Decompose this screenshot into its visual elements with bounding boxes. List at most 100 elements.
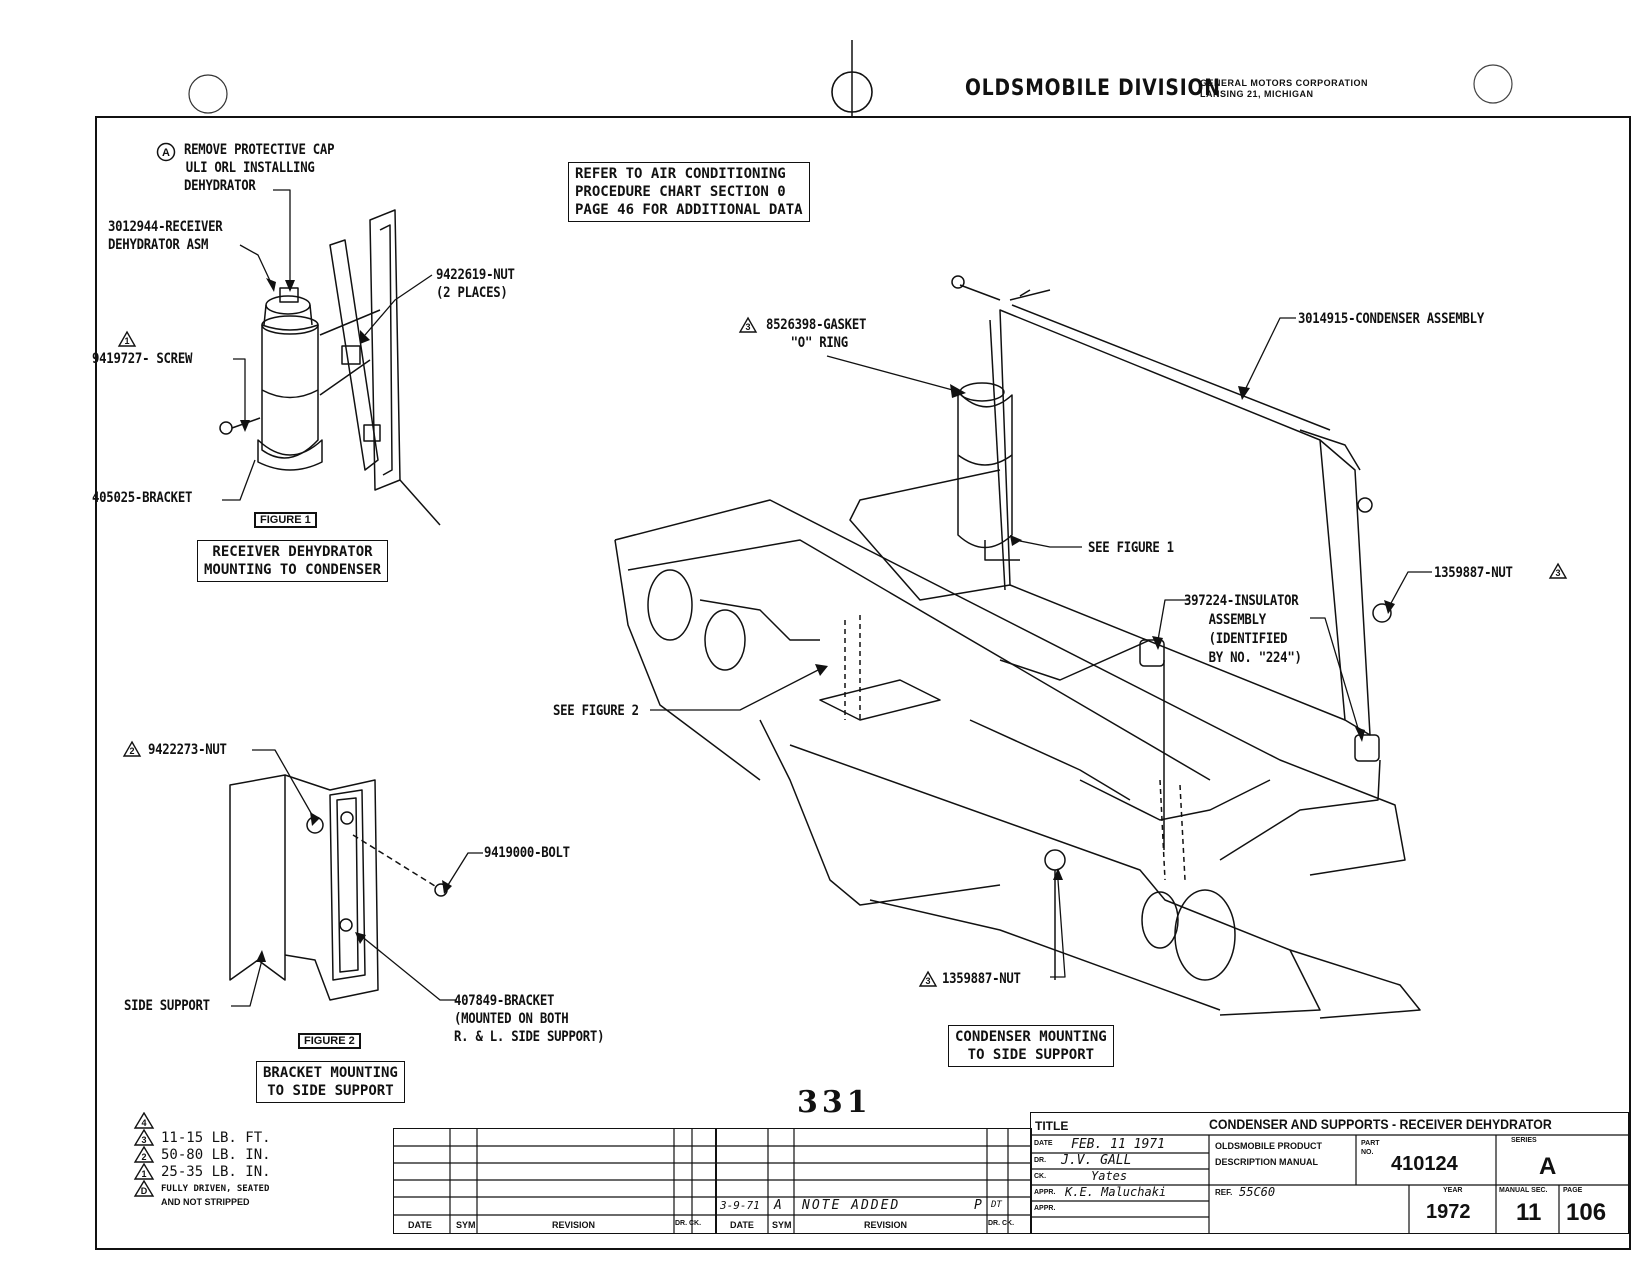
rev-col-sym-2: SYM [772,1220,792,1230]
legend-text: FULLY DRIVEN, SEATED [161,1183,270,1194]
delta-3-icon: 3 [1548,562,1568,585]
series-value: A [1539,1153,1557,1180]
dr-value: J.V. GALL [1061,1153,1132,1168]
year-label: YEAR [1443,1187,1463,1194]
rev-entry-text: NOTE ADDED [802,1198,901,1213]
punch-hole-icon [1473,64,1513,104]
caption-line: CONDENSER MOUNTING [955,1029,1107,1045]
label-line: (IDENTIFIED [1208,631,1288,647]
manual-line1: OLDSMOBILE PRODUCT [1215,1141,1322,1151]
insulator-label: 397224-INSULATOR ASSEMBLY (IDENTIFIED BY… [1184,592,1302,668]
revision-grid [394,1129,1031,1233]
delta-number: 3 [141,1135,146,1145]
caption-line: RECEIVER DEHYDRATOR [212,544,373,560]
gasket-label: 8526398-GASKET "O" RING [766,316,866,352]
delta-3-icon: 3 [133,1129,155,1146]
legend-item: D FULLY DRIVEN, SEATED [133,1180,273,1197]
appr2-label: APPR. [1034,1205,1056,1212]
label-line: "O" RING [790,335,848,351]
label-line: BY NO. "224") [1208,650,1302,666]
delta-D-icon: D [133,1180,155,1197]
dr-label: DR. [1034,1157,1047,1164]
page-value: 106 [1566,1199,1607,1226]
callout-a-letter: A [162,147,170,159]
nut-9422619-label: 9422619-NUT (2 PLACES) [436,266,515,302]
caption-line: TO SIDE SUPPORT [267,1083,394,1099]
label-line: (MOUNTED ON BOTH [454,1011,569,1027]
reference-note-box: REFER TO AIR CONDITIONING PROCEDURE CHAR… [568,162,810,222]
label-line: ASSEMBLY [1208,612,1266,628]
figure2-caption: BRACKET MOUNTING TO SIDE SUPPORT [256,1061,405,1103]
rev-entry-dr: P [974,1198,982,1213]
corporation-address: GENERAL MOTORS CORPORATION LANSING 21, M… [1200,78,1368,100]
punch-hole-icon [188,74,228,114]
delta-number: 3 [925,976,930,986]
receiver-label: 3012944-RECEIVER DEHYDRATOR ASM [108,218,223,254]
side-support-label: SIDE SUPPORT [124,998,210,1014]
bolt-label: 9419000-BOLT [484,845,570,861]
condenser-drawing [614,275,1421,1019]
delta-number: 3 [1555,568,1560,578]
rev-col-date: DATE [408,1220,432,1230]
ref-value: 55C60 [1239,1185,1276,1199]
note-line: DEHYDRATOR [184,178,256,194]
screw-label: 9419727- SCREW [92,351,193,367]
nut-1359887-bottom-label: 1359887-NUT [942,971,1021,987]
page-label: PAGE [1563,1187,1583,1194]
caption-line: BRACKET MOUNTING [263,1065,398,1081]
ref-label: REF. [1215,1188,1233,1197]
part-no-label: PART NO. [1361,1140,1380,1156]
rev-entry-ck: DT [991,1200,1002,1210]
nut-9422273-label: 9422273-NUT [148,742,227,758]
punch-holes [188,40,1513,116]
label-line: 407849-BRACKET [454,993,555,1009]
label-line: 9422619-NUT [436,267,515,283]
title-grid [1031,1134,1628,1233]
leader-lines [222,189,1432,1007]
ck-label: CK. [1034,1173,1047,1180]
condenser-assembly-label: 3014915-CONDENSER ASSEMBLY [1298,311,1484,327]
rev-col-date-2: DATE [730,1220,754,1230]
part-number: 410124 [1391,1153,1458,1175]
date-value: FEB. 11 1971 [1071,1137,1165,1152]
delta-number: 3 [745,322,750,332]
note-line: REFER TO AIR CONDITIONING [575,166,786,182]
delta-number: 4 [141,1118,146,1128]
title-label: TITLE [1035,1119,1069,1133]
figure2-tag: FIGURE 2 [298,1033,361,1049]
corp-line: GENERAL MOTORS CORPORATION [1200,78,1369,88]
delta-1-icon: 1 [117,330,137,353]
rev-col-sym: SYM [456,1220,476,1230]
caption-line: MOUNTING TO CONDENSER [204,562,382,578]
manual-sec-value: 11 [1516,1199,1542,1226]
figure1-tag: FIGURE 1 [254,512,317,528]
corp-line: LANSING 21, MICHIGAN [1200,89,1314,99]
drawing-frame [95,116,1631,1250]
rev-col-revision: REVISION [552,1220,596,1230]
caption-line: TO SIDE SUPPORT [967,1047,1095,1063]
delta-number: 1 [124,336,129,346]
rev-entry-sym: A [774,1198,782,1213]
ck-signature: Yates [1091,1169,1128,1183]
rev-col-dr-ck: DR. CK. [675,1220,702,1227]
bracket-407849-label: 407849-BRACKET (MOUNTED ON BOTH R. & L. … [454,992,604,1046]
nut-1359887-right-label: 1359887-NUT [1434,565,1513,581]
label-line: DEHYDRATOR ASM [108,237,209,253]
label-line: (2 PLACES) [436,285,508,301]
appr-label: APPR. [1034,1189,1056,1196]
label-line: R. & L. SIDE SUPPORT) [454,1029,605,1045]
series-label: SERIES [1511,1137,1537,1144]
delta-number: 2 [141,1152,146,1162]
delta-3-icon: 3 [918,970,938,993]
manual-line2: DESCRIPTION MANUAL [1215,1157,1318,1167]
delta-1-icon: 1 [133,1163,155,1180]
rev-entry-date: 3-9-71 [720,1199,760,1212]
callout-a-symbol: A [156,142,176,167]
figure1-drawing [219,209,441,526]
note-line: REMOVE PROTECTIVE CAP [184,142,335,158]
revision-table: DATE SYM REVISION DR. CK. DATE SYM REVIS… [393,1128,1032,1234]
delta-number: D [141,1186,148,1196]
